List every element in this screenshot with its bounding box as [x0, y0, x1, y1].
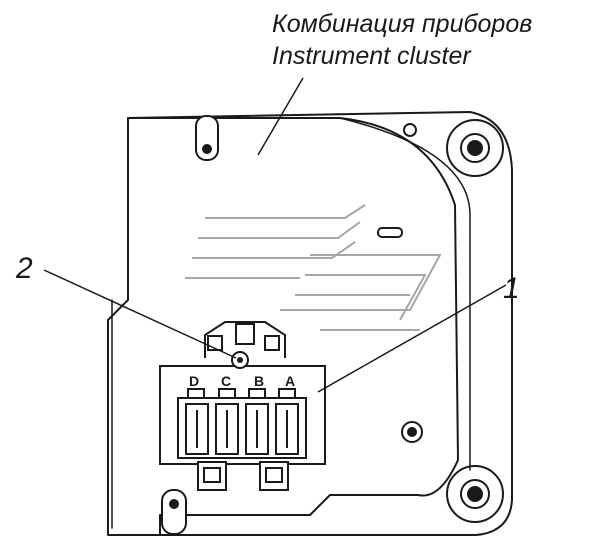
housing-slot	[377, 227, 403, 238]
pin-label-d: D	[189, 373, 199, 389]
watermark-logo	[185, 204, 442, 331]
pin-label-b: B	[254, 373, 264, 389]
leader-line-title	[257, 77, 304, 156]
mounting-boss-bottom-right	[401, 421, 504, 523]
leader-line-1	[317, 284, 507, 393]
title-english: Instrument cluster	[272, 42, 471, 70]
pin-label-a: A	[285, 373, 295, 389]
leader-line-2	[43, 269, 237, 359]
housing-outline	[107, 111, 513, 536]
connector: D C B A	[159, 321, 326, 491]
mounting-lug-bottom-left	[161, 489, 187, 535]
housing-outline-inner	[127, 117, 459, 536]
pin-label-c: C	[221, 373, 231, 389]
connector-body	[159, 365, 326, 465]
mounting-lug-top-left	[195, 115, 219, 161]
title-russian: Комбинация приборов	[272, 10, 533, 38]
callout-2: 2	[16, 252, 33, 285]
locking-screw	[231, 351, 249, 369]
callout-1: 1	[503, 272, 520, 305]
mounting-boss-top-right	[403, 119, 504, 177]
